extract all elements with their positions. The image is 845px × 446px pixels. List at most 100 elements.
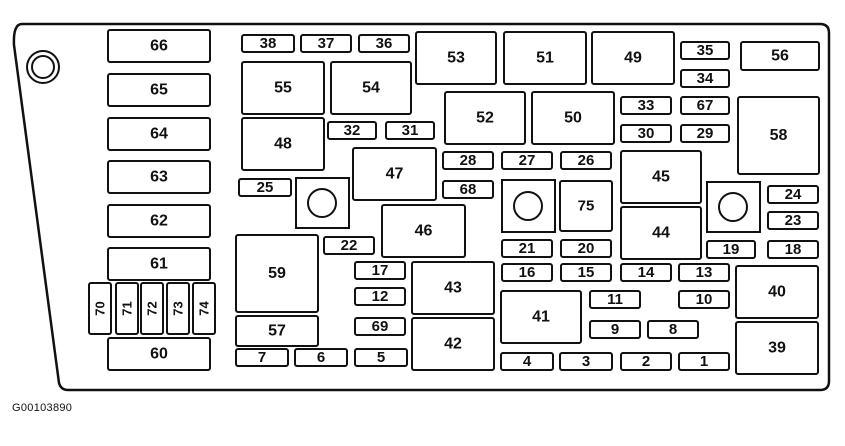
fuse-34-box xyxy=(680,69,730,88)
fuse-33-label: 33 xyxy=(638,97,655,114)
fuse-1-box xyxy=(678,352,730,371)
fuse-4-box xyxy=(500,352,554,371)
fuse-71-label: 71 xyxy=(120,301,135,315)
mounting-post-2-hole xyxy=(513,191,543,221)
fuse-48-label: 48 xyxy=(274,136,292,153)
fuse-60-box xyxy=(107,337,211,371)
mounting-post-3 xyxy=(706,181,761,233)
fuse-75-box xyxy=(559,180,613,232)
fuse-20-label: 20 xyxy=(578,240,595,257)
fuse-59-label: 59 xyxy=(268,265,286,282)
fuse-15-label: 15 xyxy=(578,264,595,281)
fuse-72-label: 72 xyxy=(145,301,160,315)
fuse-35-label: 35 xyxy=(697,42,714,59)
fuse-38-label: 38 xyxy=(260,35,277,52)
mounting-post-1-hole xyxy=(307,188,337,218)
fuse-29-label: 29 xyxy=(697,125,714,142)
fuse-19-box xyxy=(706,240,756,259)
fuse-67-label: 67 xyxy=(697,97,714,114)
mounting-post-3-hole xyxy=(718,192,748,222)
fuse-56-label: 56 xyxy=(771,48,789,65)
fuse-7-box xyxy=(235,348,289,367)
fuse-61-label: 61 xyxy=(150,256,168,273)
fuse-71-box xyxy=(115,282,139,335)
fuse-51-label: 51 xyxy=(536,50,554,67)
fuse-23-box xyxy=(767,211,819,230)
fuse-46-label: 46 xyxy=(415,223,433,240)
fuse-30-box xyxy=(620,124,672,143)
fuse-34-label: 34 xyxy=(697,70,714,87)
fuse-53-label: 53 xyxy=(447,50,465,67)
fuse-1-label: 1 xyxy=(700,353,708,370)
fuse-28-box xyxy=(442,151,494,170)
fuse-52-label: 52 xyxy=(476,110,494,127)
fuse-24-box xyxy=(767,185,819,204)
fuse-31-label: 31 xyxy=(402,122,419,139)
fuse-58-box xyxy=(737,96,820,175)
fuse-66-box xyxy=(107,29,211,63)
fuse-48-box xyxy=(241,117,325,171)
fuse-49-label: 49 xyxy=(624,50,642,67)
fuse-42-label: 42 xyxy=(444,336,462,353)
fuse-39-box xyxy=(735,321,819,375)
fuse-9-label: 9 xyxy=(611,321,619,338)
fuse-47-box xyxy=(352,147,437,201)
fuse-55-label: 55 xyxy=(274,80,292,97)
fuse-36-label: 36 xyxy=(376,35,393,52)
fuse-73-box xyxy=(166,282,190,335)
fuse-46-box xyxy=(381,204,466,258)
fuse-52-box xyxy=(444,91,526,145)
fuse-18-label: 18 xyxy=(785,241,802,258)
fuse-39-label: 39 xyxy=(768,340,786,357)
fuse-40-box xyxy=(735,265,819,319)
fuse-59-box xyxy=(235,234,319,313)
figure-id-caption: G00103890 xyxy=(12,402,73,414)
fuse-56-box xyxy=(740,41,820,71)
fuse-13-label: 13 xyxy=(696,264,713,281)
fuse-55-box xyxy=(241,61,325,115)
fuse-32-box xyxy=(327,121,377,140)
fuse-41-label: 41 xyxy=(532,309,550,326)
fuse-65-box xyxy=(107,73,211,107)
fuse-15-box xyxy=(560,263,612,282)
fuse-9-box xyxy=(589,320,641,339)
fuse-66-label: 66 xyxy=(150,38,168,55)
fuse-16-label: 16 xyxy=(519,264,536,281)
fuse-20-box xyxy=(560,239,612,258)
fuse-32-label: 32 xyxy=(344,122,361,139)
mounting-hole-inner xyxy=(31,55,55,79)
fuse-2-box xyxy=(620,352,672,371)
fuse-51-box xyxy=(503,31,587,85)
fuse-44-box xyxy=(620,206,702,260)
fuse-12-label: 12 xyxy=(372,288,389,305)
fuse-6-box xyxy=(294,348,348,367)
fuse-5-label: 5 xyxy=(377,349,385,366)
fuse-33-box xyxy=(620,96,672,115)
fuse-54-box xyxy=(330,61,412,115)
fuse-75-label: 75 xyxy=(578,198,595,215)
fuse-11-box xyxy=(589,290,641,309)
fuse-67-box xyxy=(680,96,730,115)
fuse-62-box xyxy=(107,204,211,238)
fuse-21-label: 21 xyxy=(519,240,536,257)
fuse-58-label: 58 xyxy=(770,127,788,144)
fuse-65-label: 65 xyxy=(150,82,168,99)
fuse-5-box xyxy=(354,348,408,367)
fuse-8-label: 8 xyxy=(669,321,677,338)
fuse-54-label: 54 xyxy=(362,80,380,97)
fuse-69-label: 69 xyxy=(372,318,389,335)
fuse-36-box xyxy=(358,34,410,53)
fuse-2-label: 2 xyxy=(642,353,650,370)
fuse-41-box xyxy=(500,290,582,344)
fuse-26-box xyxy=(560,151,612,170)
fuse-45-label: 45 xyxy=(652,169,670,186)
fuse-37-label: 37 xyxy=(318,35,335,52)
fuse-18-box xyxy=(767,240,819,259)
fuse-10-label: 10 xyxy=(696,291,713,308)
fuse-21-box xyxy=(501,239,553,258)
fuse-62-label: 62 xyxy=(150,213,168,230)
fuse-70-label: 70 xyxy=(93,301,108,315)
fuse-23-label: 23 xyxy=(785,212,802,229)
fuse-63-label: 63 xyxy=(150,169,168,186)
